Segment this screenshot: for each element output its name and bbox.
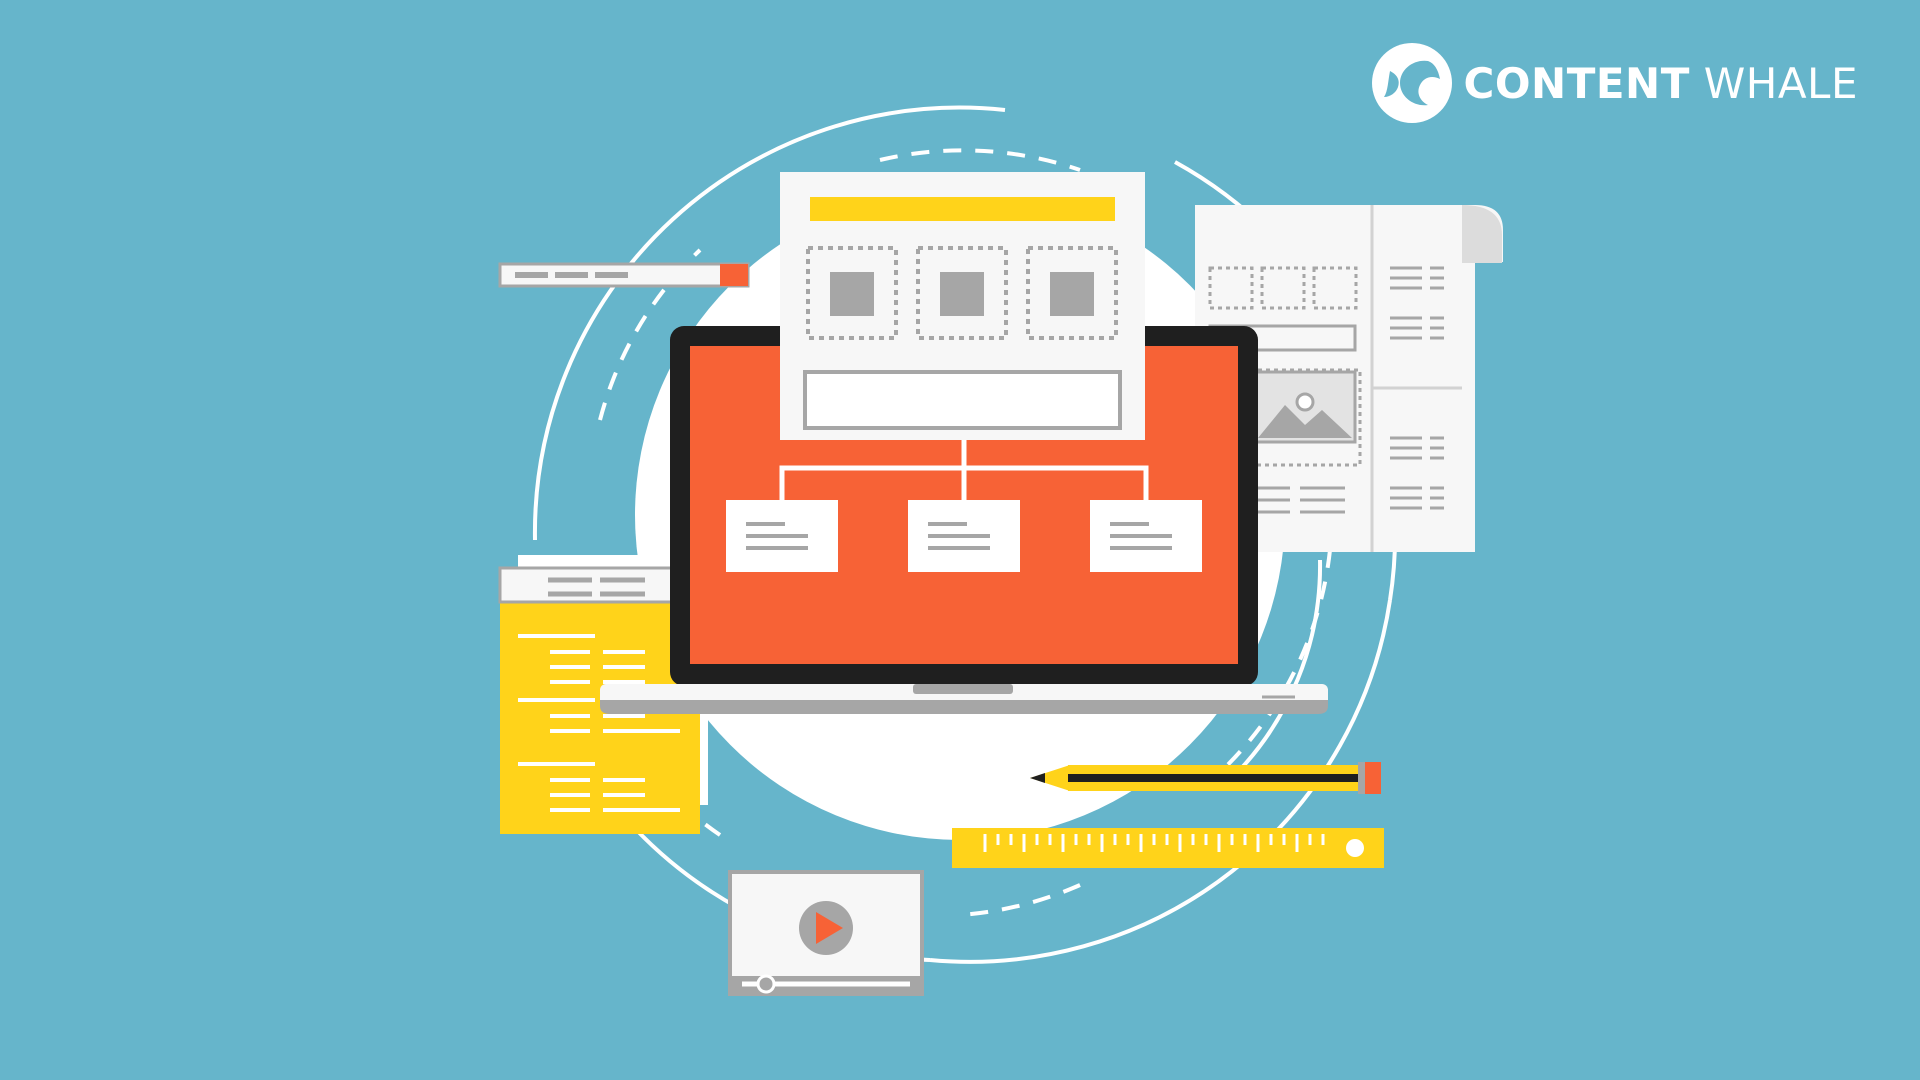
video-player-icon (728, 870, 924, 996)
ruler-icon (952, 828, 1384, 868)
pencil-icon (1030, 762, 1381, 794)
paper-scroll-icon (1195, 205, 1503, 552)
brand-name: CONTENT WHALE (1464, 59, 1858, 108)
play-icon (799, 901, 853, 955)
sitemap-icon (726, 440, 1202, 572)
browser-address-bar-icon (498, 262, 750, 288)
brand-name-light: WHALE (1703, 58, 1858, 108)
wireframe-page-icon (780, 172, 1145, 440)
brand-name-bold: CONTENT (1463, 58, 1690, 108)
image-placeholder-icon (1253, 370, 1357, 444)
brand-logo: CONTENT WHALE (1370, 38, 1858, 128)
whale-logo-icon (1371, 43, 1452, 123)
